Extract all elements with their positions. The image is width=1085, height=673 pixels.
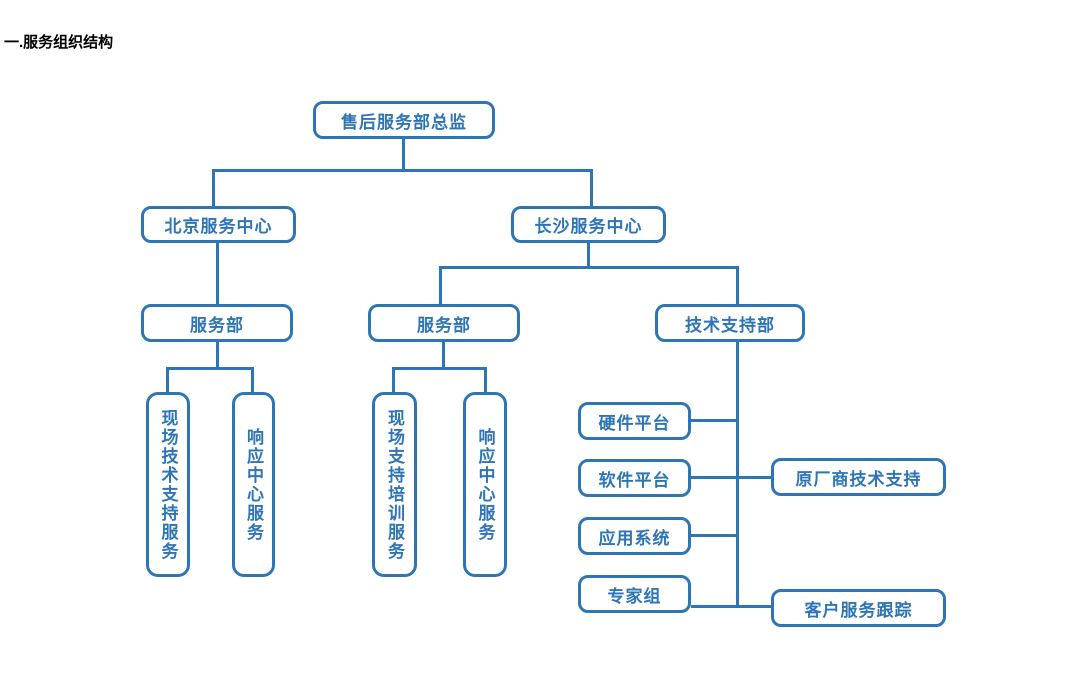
node-beijing-service-center: 北京服务中心: [141, 206, 296, 243]
connector: [212, 169, 593, 172]
node-label: 硬件平台: [598, 413, 671, 433]
connector: [736, 342, 739, 608]
node-label: 北京服务中心: [164, 217, 273, 236]
connector: [691, 419, 737, 422]
connector: [166, 367, 169, 394]
node-changsha-service-center: 长沙服务中心: [511, 206, 666, 243]
connector: [736, 266, 739, 305]
node-response-center-service-changsha: 响应中心服务: [463, 392, 507, 577]
connector: [251, 367, 254, 394]
node-label: 技术支持部: [685, 315, 775, 335]
node-onsite-tech-support-service: 现场技术支持服务: [146, 392, 190, 577]
node-onsite-support-training-service: 现场支持培训服务: [372, 392, 417, 577]
node-label: 应用系统: [598, 528, 671, 548]
node-tech-support-dept: 技术支持部: [655, 304, 805, 342]
page-title: 一.服务组织结构: [4, 34, 114, 51]
connector: [402, 139, 405, 172]
node-label: 专家组: [607, 586, 662, 606]
node-label: 服务部: [190, 315, 244, 335]
connector: [587, 243, 590, 269]
node-changsha-service-dept: 服务部: [368, 304, 520, 342]
node-oem-tech-support: 原厂商技术支持: [771, 458, 946, 496]
node-label: 响应中心服务: [475, 427, 495, 542]
connector: [691, 605, 772, 608]
node-label: 客户服务跟踪: [804, 600, 913, 620]
node-label: 响应中心服务: [244, 427, 263, 542]
node-label: 原厂商技术支持: [795, 469, 922, 489]
connector: [691, 534, 737, 537]
node-director: 售后服务部总监: [313, 101, 495, 139]
node-label: 长沙服务中心: [534, 217, 643, 236]
node-label: 现场技术支持服务: [158, 408, 178, 561]
node-response-center-service-beijing: 响应中心服务: [232, 392, 275, 577]
connector: [216, 243, 219, 305]
connector: [216, 342, 219, 370]
node-label: 服务部: [417, 315, 471, 335]
node-beijing-service-dept: 服务部: [141, 304, 293, 342]
connector: [590, 169, 593, 207]
node-expert-group: 专家组: [578, 575, 691, 613]
node-label: 售后服务部总监: [341, 112, 467, 132]
node-application-system: 应用系统: [578, 517, 691, 555]
connector: [439, 266, 442, 305]
connector: [392, 367, 395, 394]
connector: [392, 367, 487, 370]
connector: [691, 476, 772, 479]
node-customer-service-tracking: 客户服务跟踪: [771, 589, 946, 627]
node-hardware-platform: 硬件平台: [578, 402, 691, 440]
node-label: 软件平台: [598, 470, 671, 490]
connector: [442, 342, 445, 370]
connector: [439, 266, 739, 269]
connector: [166, 367, 254, 370]
connector: [484, 367, 487, 394]
node-label: 现场支持培训服务: [385, 408, 404, 561]
node-software-platform: 软件平台: [578, 459, 691, 497]
connector: [212, 169, 215, 207]
